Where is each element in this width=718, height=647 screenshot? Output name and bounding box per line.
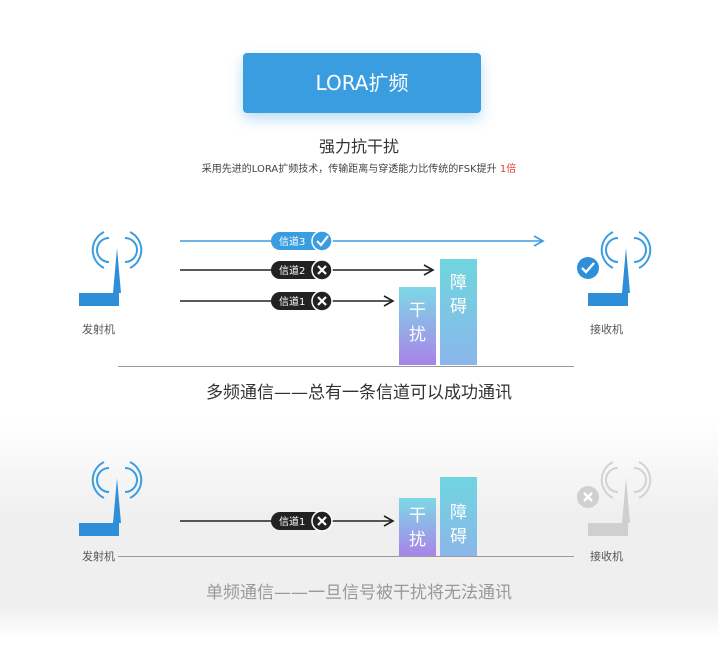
obstacle-char-2: 碍 xyxy=(450,297,467,317)
interference-char-2-single: 扰 xyxy=(409,530,426,550)
sender-label-single: 发射机 xyxy=(82,550,115,563)
obstacle-bar-single: 障 碍 xyxy=(440,477,477,556)
check-icon xyxy=(316,235,329,247)
receiver-antenna-icon-single xyxy=(588,461,652,536)
obstacle-char-2-single: 碍 xyxy=(450,527,467,547)
multi-frequency-caption: 多频通信——总有一条信道可以成功通讯 xyxy=(206,383,512,403)
channel-1-badge: 信道1 xyxy=(271,290,333,312)
description-text: 采用先进的LORA扩频技术，传输距离与穿透能力比传统的FSK提升 xyxy=(201,164,497,175)
receiver-antenna-icon xyxy=(588,231,652,306)
sender-antenna-icon-single xyxy=(79,461,143,536)
obstacle-bar: 障 碍 xyxy=(440,259,477,365)
multi-baseline xyxy=(118,366,574,367)
interference-char-2: 扰 xyxy=(409,325,426,345)
x-icon xyxy=(317,516,327,526)
single-channel-badge: 信道1 xyxy=(271,510,333,532)
description-highlight: 1倍 xyxy=(499,164,517,175)
single-channel-label: 信道1 xyxy=(279,515,305,528)
interference-char-1-single: 干 xyxy=(409,506,426,526)
receiver-label: 接收机 xyxy=(590,323,623,336)
obstacle-char-1-single: 障 xyxy=(450,503,467,523)
channel-1-label: 信道1 xyxy=(279,295,305,308)
channel-3-badge: 信道3 xyxy=(271,230,333,252)
single-frequency-caption: 单频通信——一旦信号被干扰将无法通讯 xyxy=(206,583,512,603)
description: 采用先进的LORA扩频技术，传输距离与穿透能力比传统的FSK提升 1倍 xyxy=(0,160,718,175)
channel-2-label: 信道2 xyxy=(279,264,305,277)
subtitle: 强力抗干扰 xyxy=(318,137,399,156)
receiver-check-icon xyxy=(577,257,599,279)
x-icon xyxy=(317,265,327,275)
receiver-label-single: 接收机 xyxy=(590,550,623,563)
channel-2-badge: 信道2 xyxy=(271,259,333,281)
receiver-x-icon xyxy=(577,486,599,508)
channel-3-label: 信道3 xyxy=(279,235,305,248)
lora-button[interactable]: LORA扩频 xyxy=(243,53,481,113)
sender-antenna-icon xyxy=(79,231,143,306)
obstacle-char-1: 障 xyxy=(450,273,467,293)
interference-char-1: 干 xyxy=(409,301,426,321)
x-icon xyxy=(317,296,327,306)
sender-label: 发射机 xyxy=(82,323,115,336)
interference-bar-single: 干 扰 xyxy=(399,498,436,556)
interference-bar: 干 扰 xyxy=(399,287,436,365)
single-baseline xyxy=(118,556,574,557)
